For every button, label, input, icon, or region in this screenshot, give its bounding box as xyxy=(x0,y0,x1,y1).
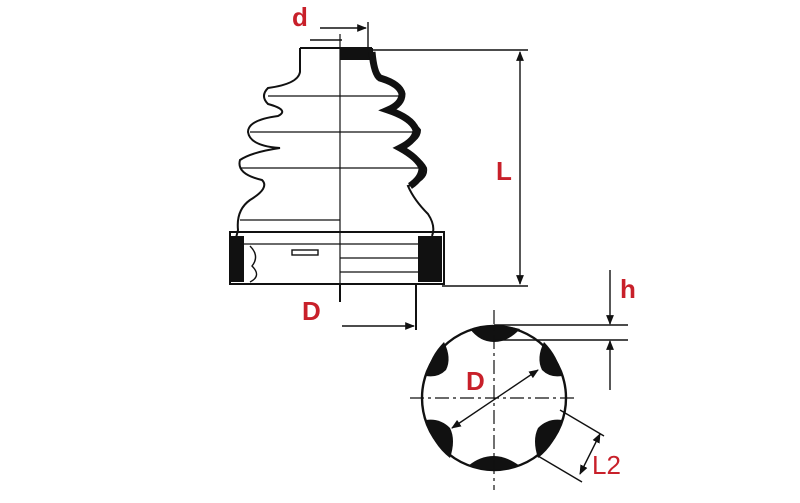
boot-base-slot xyxy=(291,249,319,256)
dim-L xyxy=(372,49,528,287)
boot-side-view xyxy=(229,34,445,330)
label-d: d xyxy=(292,2,308,32)
boot-right-wall xyxy=(368,51,426,189)
dim-L2 xyxy=(537,409,605,483)
ring-lobe-right xyxy=(535,419,562,458)
dim-h xyxy=(494,270,628,390)
boot-base-clamp-left xyxy=(230,236,244,282)
ring-lobe-left xyxy=(426,419,453,458)
boot-left-profile xyxy=(235,48,301,239)
label-h: h xyxy=(620,274,636,304)
ring-end-view xyxy=(410,310,578,490)
label-D-side: D xyxy=(302,296,321,326)
label-L: L xyxy=(496,156,512,186)
label-L2: L2 xyxy=(592,450,621,480)
ring-lobe-top xyxy=(470,325,520,342)
boot-top-collar xyxy=(340,48,372,60)
ring-lobe-upper-left xyxy=(426,342,449,377)
label-D-ring: D xyxy=(466,366,485,396)
boot-convolution-lines xyxy=(240,95,424,221)
boot-base-groove xyxy=(249,245,258,283)
boot-base-clamp-right xyxy=(418,236,442,282)
dim-d xyxy=(310,22,369,48)
ring-lobe-upper-right xyxy=(539,342,562,377)
